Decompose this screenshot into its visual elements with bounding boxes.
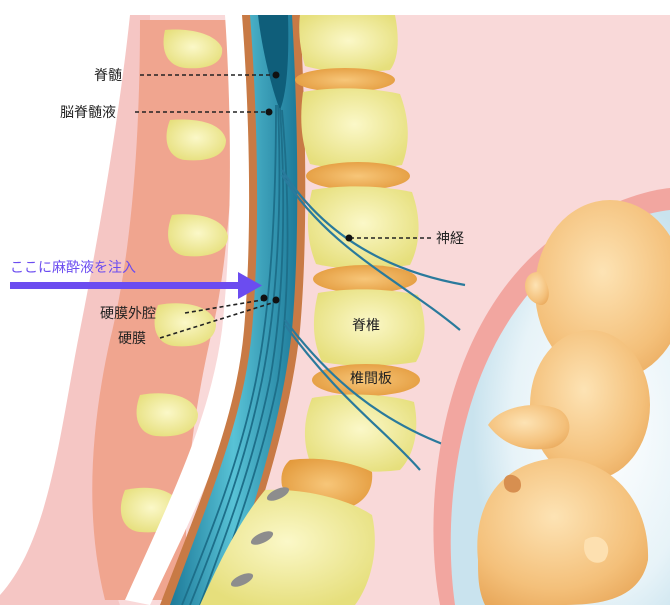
label-dura: 硬膜 <box>118 331 146 347</box>
label-injection: ここに麻酔液を注入 <box>10 260 136 276</box>
label-vertebra: 脊椎 <box>352 318 380 334</box>
label-csf: 脳脊髄液 <box>60 105 116 121</box>
label-disc: 椎間板 <box>350 371 392 387</box>
label-epidural-space: 硬膜外腔 <box>100 306 156 322</box>
label-spinal-cord: 脊髄 <box>94 68 122 84</box>
label-nerve: 神経 <box>436 231 464 247</box>
